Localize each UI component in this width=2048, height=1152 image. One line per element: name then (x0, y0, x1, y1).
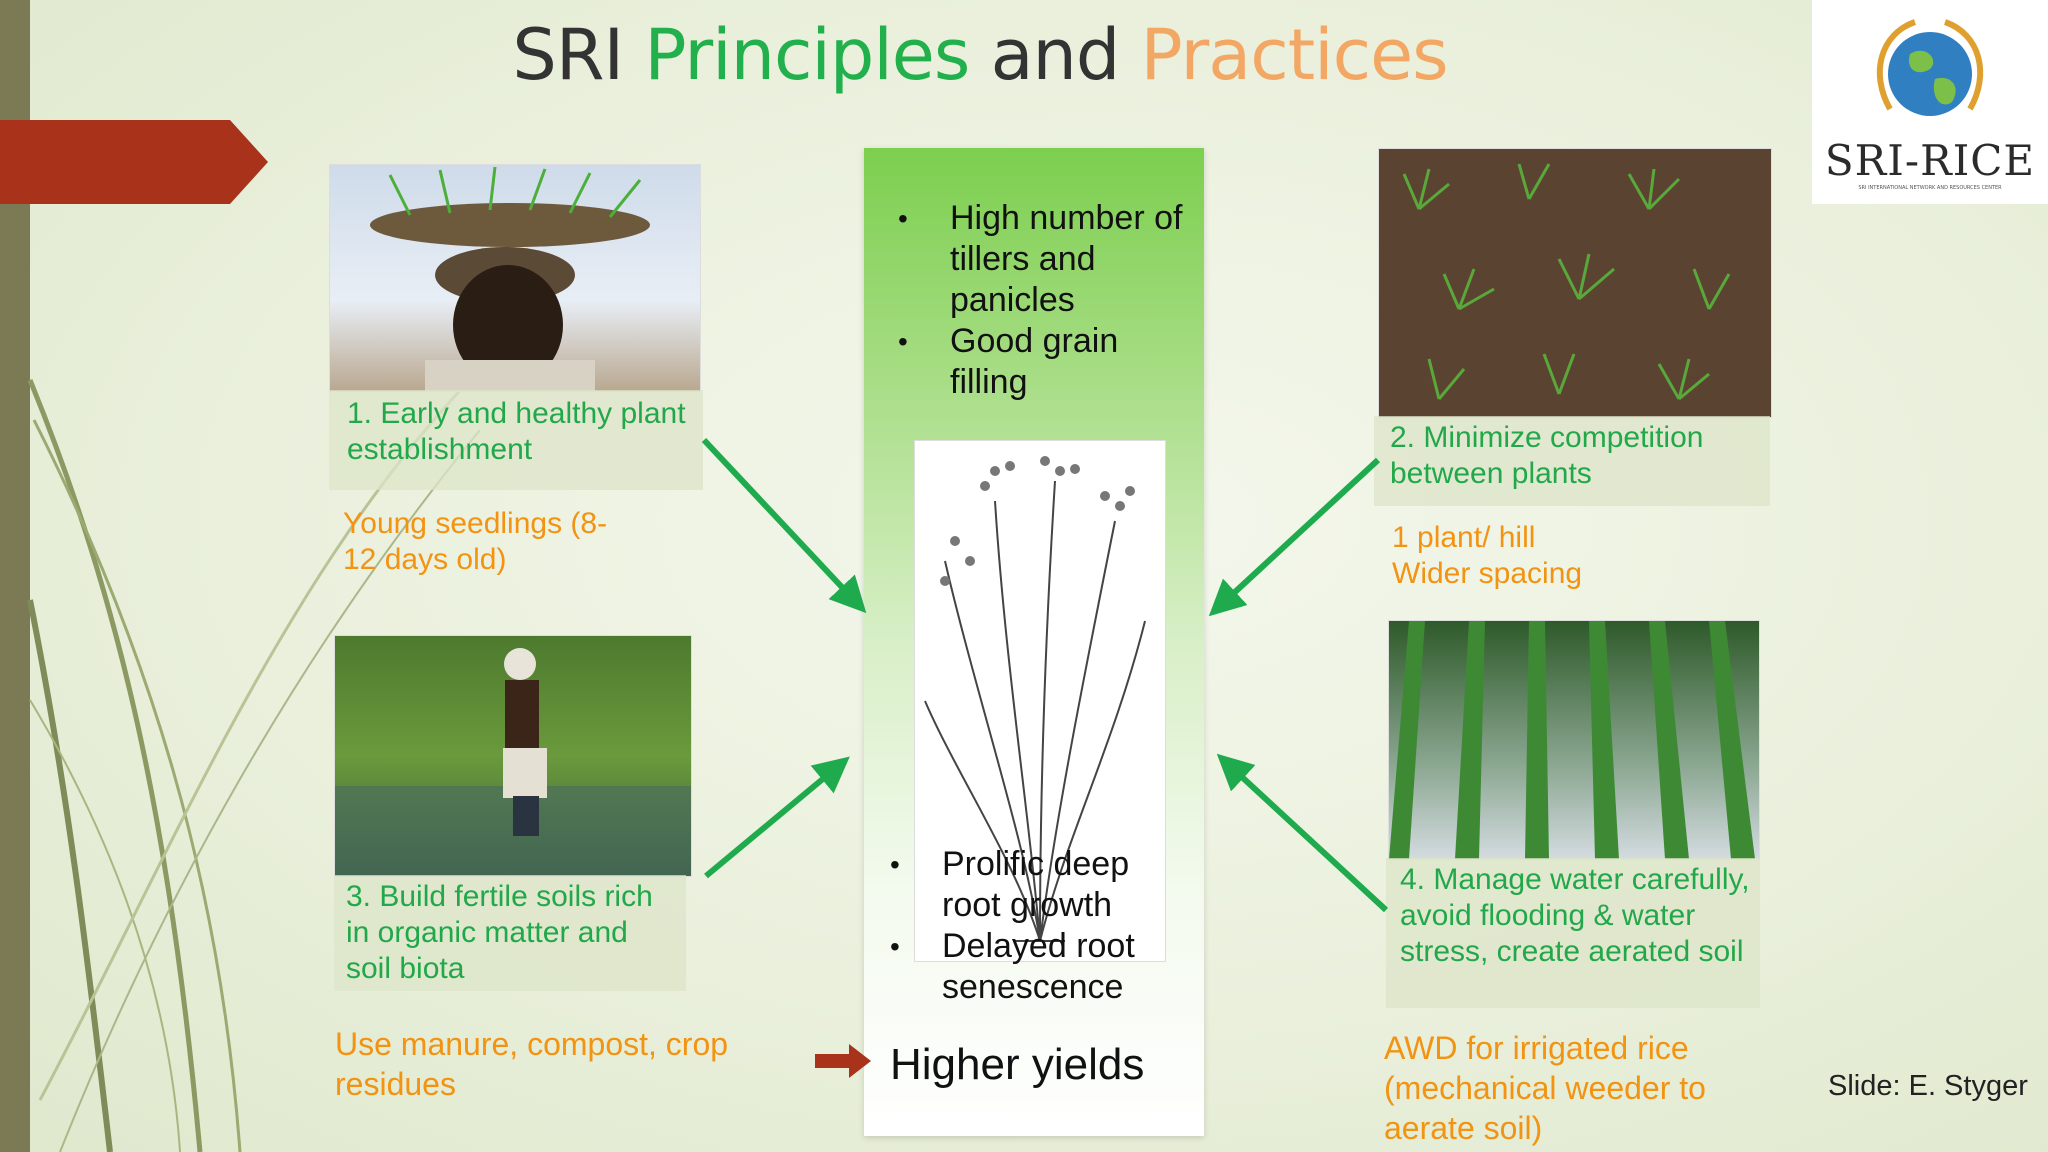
principle-1-box: 1. Early and healthy plant establishment (329, 390, 703, 490)
paddy-rows-photo (1388, 620, 1760, 860)
bullet-tillers: High number of tillers and panicles (898, 198, 1188, 321)
principle-3-label: 3. Build fertile soils rich in organic m… (346, 880, 653, 985)
bullet-root-senescence: Delayed root senescence (890, 926, 1190, 1008)
farmer-in-wet-field-image (335, 648, 691, 876)
bullet-root-growth: Prolific deep root growth (890, 844, 1190, 926)
sri-rice-logo: SRI-RICE SRI INTERNATIONAL NETWORK AND R… (1812, 0, 2048, 204)
top-bullet-list: High number of tillers and panicles Good… (898, 198, 1188, 403)
practice-4-text: AWD for irrigated rice (mechanical weede… (1384, 1030, 1706, 1146)
principle-3-box: 3. Build fertile soils rich in organic m… (334, 875, 686, 991)
logo-text: SRI-RICE (1824, 136, 2036, 185)
principle-2-label: 2. Minimize competition between plants (1390, 421, 1704, 490)
farmer-carrying-seedlings-image (370, 166, 650, 391)
higher-yields-text: Higher yields (890, 1040, 1145, 1089)
practice-2-text: 1 plant/ hill Wider spacing (1392, 521, 1583, 590)
bullet-grain-filling: Good grain filling (898, 321, 1188, 403)
principle-4-box: 4. Manage water carefully, avoid floodin… (1386, 858, 1760, 1008)
seedlings-in-soil-image (1402, 163, 1731, 401)
slide-credit: Slide: E. Styger (1828, 1070, 2028, 1102)
field-worker-photo (334, 635, 692, 877)
spaced-seedlings-photo (1378, 148, 1772, 418)
red-arrow-tab (0, 120, 268, 204)
title-word-principles: Principles (644, 14, 970, 96)
title-word-and: and (990, 14, 1121, 96)
center-outcomes-panel: High number of tillers and panicles Good… (864, 148, 1204, 1136)
title-word-practices: Practices (1140, 14, 1449, 96)
title-word-sri: SRI (512, 14, 624, 96)
logo-subtitle: SRI INTERNATIONAL NETWORK AND RESOURCES … (1858, 185, 2002, 191)
bottom-bullet-list: Prolific deep root growth Delayed root s… (890, 844, 1190, 1008)
slide-title: SRI Principles and Practices (0, 14, 1960, 96)
principle-4-label: 4. Manage water carefully, avoid floodin… (1400, 863, 1750, 968)
seedling-carrier-photo (329, 164, 701, 392)
rice-rows-in-water-image (1389, 621, 1755, 859)
globe-logo-icon (1876, 19, 1984, 116)
practice-3-text: Use manure, compost, crop residues (335, 1026, 729, 1102)
principle-2-box: 2. Minimize competition between plants (1374, 416, 1770, 506)
principle-1-label: 1. Early and healthy plant establishment (347, 397, 686, 466)
result-arrow-icon (815, 1044, 871, 1078)
practice-1-text: Young seedlings (8-12 days old) (343, 507, 608, 576)
